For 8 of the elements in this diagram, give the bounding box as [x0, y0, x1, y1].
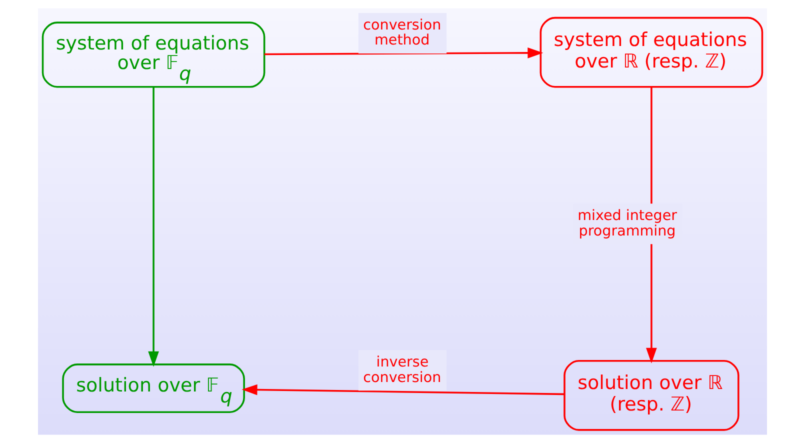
edge-label: inverse conversion [362, 354, 441, 386]
arrow [264, 48, 543, 58]
edge-label: mixed integer programming [577, 208, 677, 240]
arrow [148, 87, 158, 367]
node-box: system of equations over ℝ (resp. ℤ) [539, 16, 763, 88]
edge-label: conversion method [362, 17, 441, 49]
arrow [241, 384, 564, 396]
node-box: solution over ℝ (resp. ℤ) [563, 360, 739, 431]
